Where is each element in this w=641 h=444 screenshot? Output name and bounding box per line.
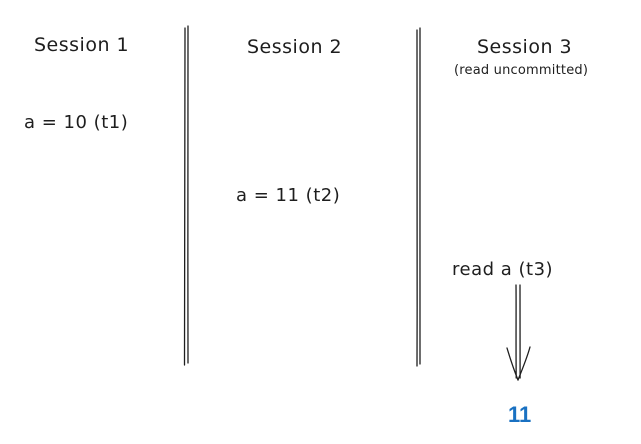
divider-1 (183, 25, 189, 366)
arrow-down-icon (506, 284, 531, 381)
session-1-header: Session 1 (34, 34, 130, 56)
session-2-write-event: a = 11 (t2) (236, 185, 341, 206)
session-3-isolation-note: (read uncommitted) (454, 63, 589, 78)
session-1-write-event: a = 10 (t1) (24, 112, 129, 133)
read-result-value: 11 (508, 402, 532, 427)
session-3-header: Session 3 (477, 36, 573, 58)
divider-2 (416, 27, 421, 367)
session-2-header: Session 2 (247, 36, 343, 58)
session-3-read-event: read a (t3) (452, 259, 554, 280)
